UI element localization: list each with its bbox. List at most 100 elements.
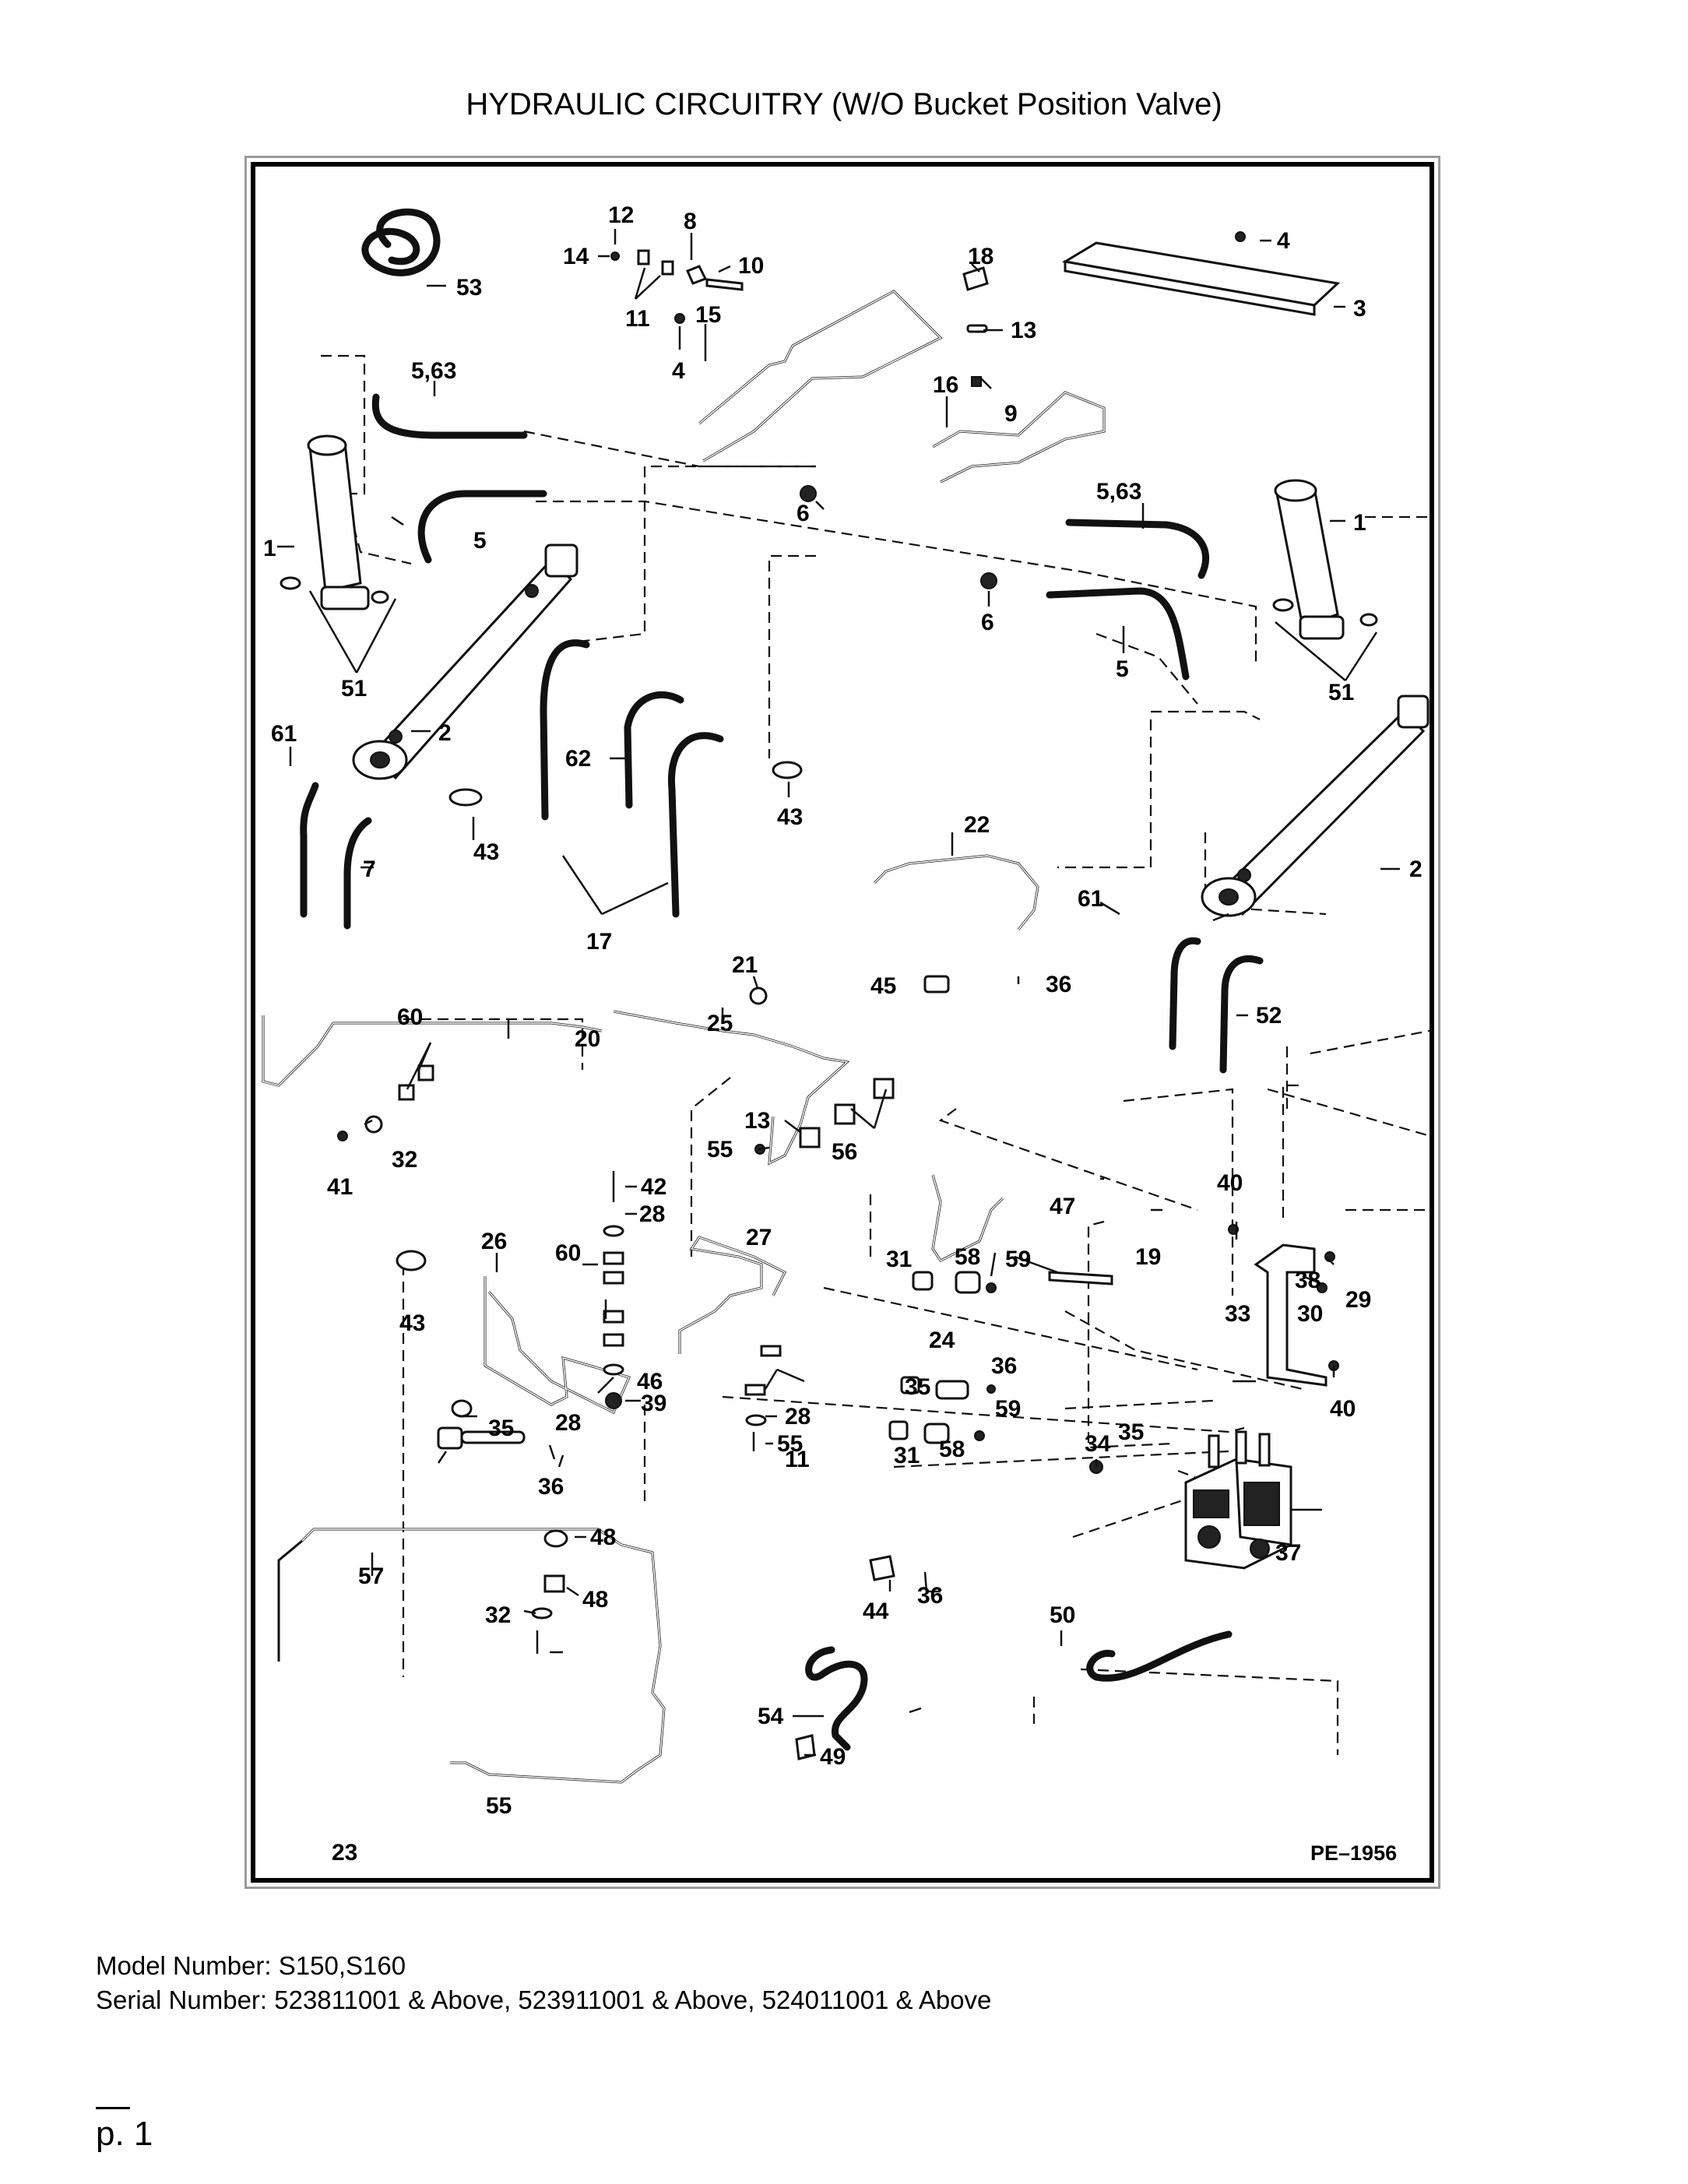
callout-label: 19 [1135, 1244, 1161, 1270]
fitting-44 [869, 1555, 895, 1581]
clamp-43 [772, 761, 803, 779]
route-line [1057, 719, 1152, 869]
callout-labels: 1 1 2 2 3 4 4 5 5 5,63 5,63 6 6 7 8 9 10… [263, 202, 1422, 1866]
hose-50 [1086, 1630, 1233, 1682]
callout-label: 13 [744, 1108, 770, 1134]
nut-39 [605, 1392, 622, 1409]
callout-label: 42 [641, 1174, 666, 1200]
callout-label: 55 [707, 1137, 733, 1162]
seal-13 [966, 324, 988, 333]
clip-60 [417, 1064, 434, 1081]
fitting-36 [548, 1444, 556, 1460]
hose-52 [1219, 955, 1264, 1074]
callout-label: 28 [785, 1404, 811, 1430]
callout-label: 55 [777, 1431, 803, 1457]
route-line [321, 354, 366, 495]
fitting-36 [986, 1384, 996, 1394]
tubes [262, 290, 1106, 1784]
callout-label: 7 [363, 856, 376, 882]
route-line [1080, 570, 1257, 665]
diagram-frame-outer [244, 156, 1440, 1889]
callout-label: 50 [1050, 1602, 1075, 1628]
callout-label: 44 [863, 1598, 889, 1624]
clamp-43 [396, 1250, 427, 1271]
callout-label: 60 [555, 1240, 581, 1266]
callout-label: 51 [1328, 680, 1354, 705]
callout-label: 14 [563, 244, 589, 269]
route-line [1151, 710, 1261, 720]
route-line [768, 554, 816, 758]
route-line [403, 1018, 584, 1070]
callout-label: 1 [1353, 510, 1366, 536]
callout-label: 35 [488, 1416, 514, 1441]
tee-21 [749, 986, 768, 1005]
callout-label: 18 [968, 244, 993, 269]
route-line [1064, 1399, 1214, 1410]
clip-56 [834, 1103, 856, 1125]
callout-label: 61 [271, 721, 297, 747]
model-number: Model Number: S150,S160 [96, 1951, 406, 1980]
route-line [823, 1286, 1198, 1371]
callout-label: 31 [894, 1443, 920, 1468]
clip-11 [744, 1384, 766, 1396]
callout-label: 34 [1085, 1431, 1111, 1457]
callout-label: 16 [933, 372, 958, 398]
callout-label: 27 [746, 1225, 772, 1250]
control-valve-37 [1184, 1430, 1292, 1570]
callout-label: 23 [332, 1840, 357, 1866]
hose-5-63-right [1065, 519, 1210, 579]
callout-label: 1 [263, 536, 276, 561]
clip-48 [543, 1574, 565, 1593]
diagram-frame [251, 162, 1434, 1883]
fitting-31 [912, 1271, 934, 1291]
callout-label: 37 [1275, 1540, 1301, 1566]
fitting-24 [437, 1426, 463, 1450]
callout-label: 28 [639, 1201, 665, 1227]
callout-label: 33 [1225, 1301, 1250, 1327]
callout-label: 32 [485, 1602, 511, 1628]
callout-label: 3 [1353, 296, 1366, 322]
callout-label: 8 [684, 209, 697, 234]
bracket-38 [1254, 1243, 1328, 1387]
callout-label: 5 [1116, 656, 1129, 682]
fitting-59 [986, 1282, 997, 1293]
fittings [337, 231, 1339, 1760]
hose-61-left [300, 782, 319, 918]
callout-label: 5 [473, 528, 487, 554]
callout-label: 62 [565, 746, 591, 772]
callout-label: 36 [917, 1583, 943, 1609]
callout-label: 26 [481, 1229, 507, 1254]
hose-17-b [667, 732, 724, 918]
hose-7 [343, 817, 372, 930]
callout-label: 59 [1005, 1247, 1031, 1272]
washer-28 [745, 1414, 767, 1426]
callout-label: 46 [637, 1369, 663, 1394]
fitting-58 [955, 1271, 981, 1294]
bracket-19 [1048, 1271, 1113, 1285]
washer-48 [543, 1529, 568, 1548]
tube-15 [698, 290, 943, 462]
serial-number: Serial Number: 523811001 & Above, 523911… [96, 1985, 992, 2014]
callout-label: 58 [955, 1244, 980, 1270]
callout-label: 60 [397, 1004, 423, 1030]
lift-cylinder-right-1 [1272, 479, 1378, 681]
clip-11 [760, 1345, 782, 1357]
hose-54 [805, 1646, 868, 1751]
clip-60 [603, 1251, 624, 1265]
callout-label: 32 [392, 1147, 417, 1173]
callout-label: 56 [832, 1139, 857, 1165]
hose-53 [361, 208, 441, 276]
fitting-18 [962, 266, 989, 291]
callout-label: 48 [582, 1587, 608, 1613]
callout-label: 22 [964, 812, 990, 838]
route-line [938, 1108, 1198, 1212]
tilt-cylinder-left-2 [352, 543, 578, 780]
fitting-11 [637, 249, 650, 266]
callout-label: 47 [1050, 1194, 1075, 1219]
callout-label: 6 [981, 610, 994, 635]
bolt-4-right [1235, 231, 1246, 242]
callout-label: 4 [1277, 228, 1290, 254]
clip-46 [603, 1310, 624, 1324]
callout-label: 24 [929, 1328, 955, 1353]
callout-label: 36 [1046, 972, 1071, 997]
